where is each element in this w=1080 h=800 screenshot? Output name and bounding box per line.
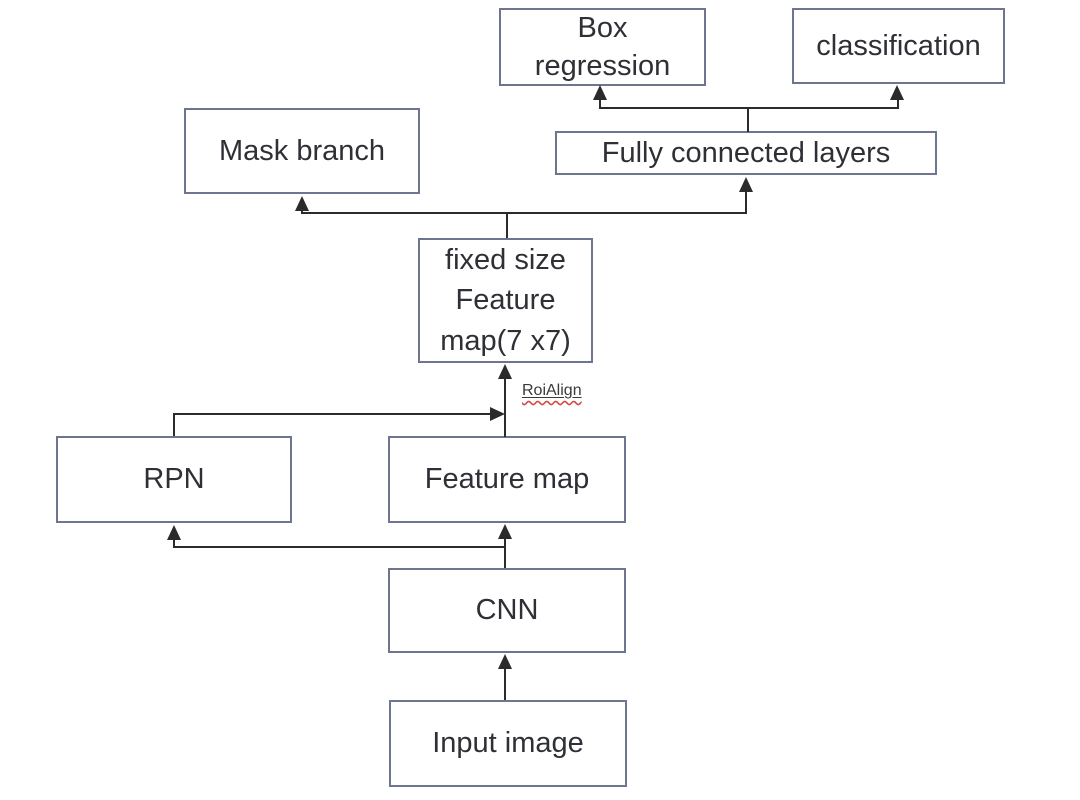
edge-fixedsize-up-riser [506,213,508,238]
node-rpn: RPN [56,436,292,523]
edge-maskbranch-stub [301,208,303,214]
edge-fcl-top-horizontal [599,107,899,109]
arrowhead-to-feature-map [498,524,512,539]
node-fully-connected-layers: Fully connected layers [555,131,937,175]
node-fixed-size-feature-map: fixed size Feature map(7 x7) [418,238,593,363]
edge-rpn-up-riser [173,413,175,436]
edge-roialign-vertical [504,378,506,437]
arrowhead-to-cnn [498,654,512,669]
edge-fixedsize-horizontal [301,212,747,214]
edge-cnn-up-riser [504,537,506,568]
node-mask-branch: Mask branch [184,108,420,194]
node-cnn: CNN [388,568,626,653]
arrowhead-to-rpn [167,525,181,540]
edge-classification-stub [897,98,899,108]
arrowhead-rpn-to-roialign [490,407,505,421]
node-feature-map: Feature map [388,436,626,523]
edge-input-up-riser [504,668,506,700]
arrowhead-to-box-regression [593,85,607,100]
arrowhead-to-fully-connected [739,177,753,192]
node-input-image: Input image [389,700,627,787]
edge-rpn-horizontal [173,413,491,415]
arrowhead-to-fixed-size [498,364,512,379]
edge-boxreg-stub [599,98,601,108]
edge-cnn-branch-horizontal [173,546,506,548]
node-box-regression: Box regression [499,8,706,86]
roialign-label-text: RoiAlign [522,382,582,399]
arrowhead-to-classification [890,85,904,100]
node-classification: classification [792,8,1005,84]
edge-fcl-up-riser [747,108,749,132]
roialign-label: RoiAlign [522,382,582,400]
edge-rpn-bottom-stub [173,538,175,548]
arrowhead-to-mask-branch [295,196,309,211]
edge-fcl-bottom-riser [745,190,747,214]
